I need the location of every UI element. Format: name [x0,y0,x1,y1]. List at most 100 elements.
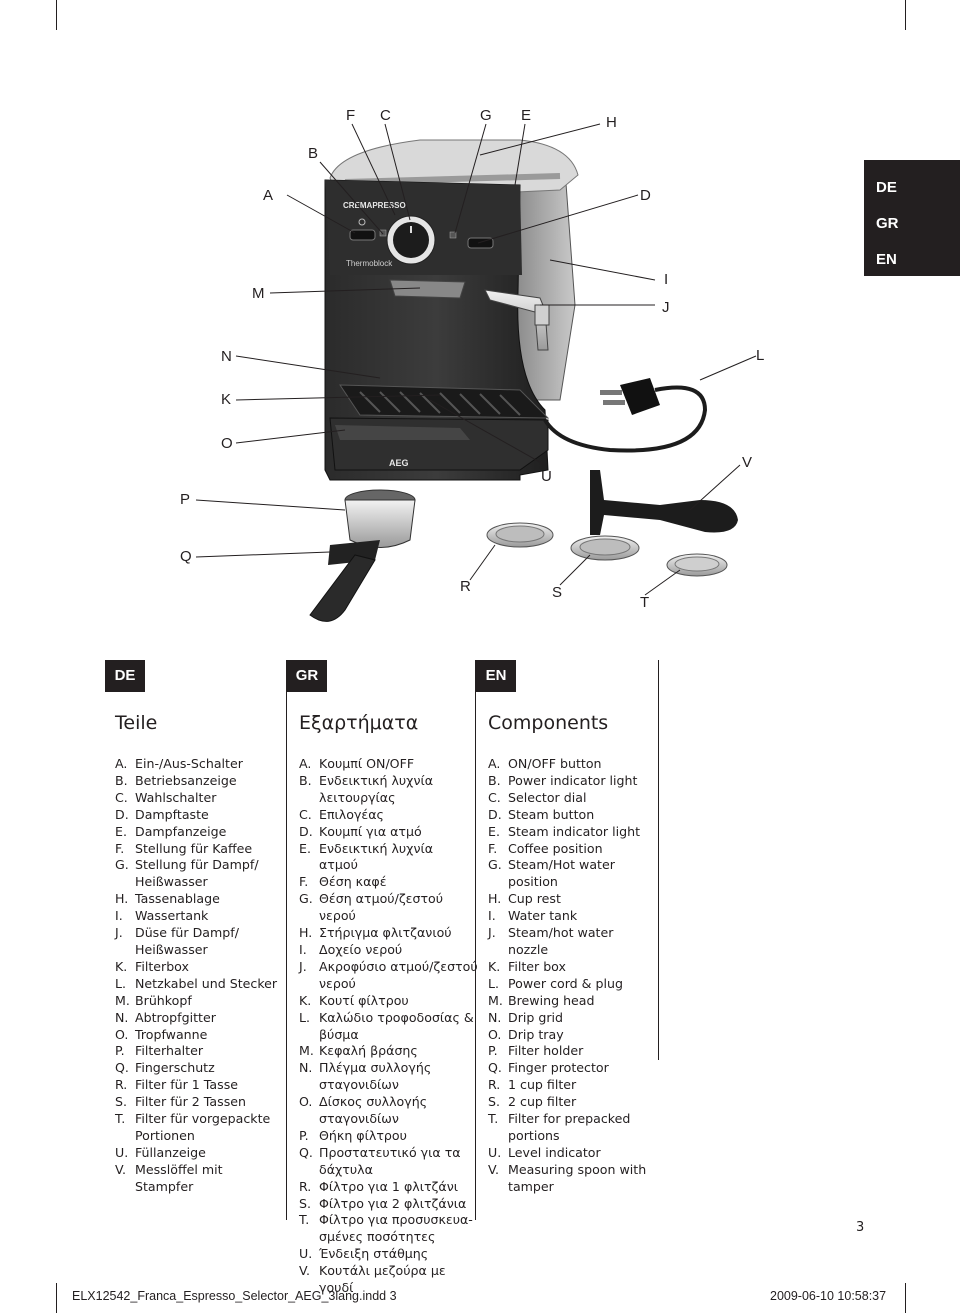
list-item: E.Ενδεικτική λυχνία ατμού [299,840,434,873]
list-item: B.Power indicator light [488,772,638,788]
list-item: F.Θέση καφέ [299,874,387,890]
callout-b: B [308,145,319,162]
crop-mark-top-left [56,0,57,30]
list-item: N.Abtropfgitter [115,1009,216,1025]
list-item: A.Ein-/Aus-Schalter [115,756,243,771]
list-item: K.Κουτί φίλτρου [299,992,409,1008]
callout-g: G [480,107,492,124]
footer-timestamp: 2009-06-10 10:58:37 [770,1289,887,1303]
list-item: F.Stellung für Kaffee [115,840,253,856]
list-item: A.Κουμπί ON/OFF [299,756,415,771]
list-item: O.Tropfwanne [115,1026,208,1042]
power-cord [543,385,708,453]
list-item: J.Düse für Dampf/ Heißwasser [115,925,239,957]
list-item: U.Ένδειξη στάθμης [299,1246,429,1262]
list-item: P.Θήκη φίλτρου [299,1127,407,1143]
list-item: N.Πλέγμα συλλογής σταγονιδίων [299,1060,432,1093]
list-item: G.Θέση ατμού/ζεστού νερού [299,891,444,924]
list-item: M.Brühkopf [115,992,192,1008]
list-item: S.Filter für 2 Tassen [115,1094,246,1110]
list-item: T.Filter für vorgepackte Portionen [115,1111,271,1143]
list-item: V.Messlöffel mit Stampfer [115,1161,223,1194]
list-item: M.Κεφαλή βράσης [299,1043,418,1059]
lang-tab-gr: GR [876,215,899,232]
column-de: DE Teile A.Ein-/Aus-Schalter B.Betriebsa… [105,660,280,1196]
list-item: E.Steam indicator light [488,823,641,839]
callout-e: E [521,107,532,124]
list-item: N.Drip grid [488,1009,564,1025]
column-divider [286,660,287,1220]
column-divider [658,660,659,1060]
list-item: O.Drip tray [488,1026,564,1042]
list-item: D.Dampftaste [115,806,209,822]
badge-gr: GR [287,660,327,692]
list-item: R.Φίλτρο για 1 φλιτζάνι [299,1178,458,1194]
list-item: Q.Προστατευτικό για τα δάχτυλα [299,1144,461,1177]
page-number: 3 [856,1220,865,1235]
parts-list-gr: A.Κουμπί ON/OFF B.Ενδεικτική λυχνία λειτ… [299,756,478,1297]
list-item: T.Filter for prepacked portions [488,1111,631,1143]
callout-k: K [221,391,232,408]
section-title-gr: Εξαρτήματα [299,712,419,734]
list-item: B.Ενδεικτική λυχνία λειτουργίας [299,772,434,805]
list-item: J.Steam/hot water nozzle [488,925,614,957]
lang-tab-de: DE [876,179,897,196]
callout-p: P [180,491,191,508]
list-item: C.Wahlschalter [115,789,217,805]
callout-j: J [662,299,670,316]
list-item: U.Level indicator [488,1144,601,1160]
list-item: K.Filter box [488,958,566,974]
list-item: U.Füllanzeige [115,1144,206,1160]
list-item: T.Φίλτρο για προσυσκευα- σμένες ποσότητε… [299,1212,473,1245]
callout-l: L [756,347,765,364]
list-item: V.Measuring spoon with tamper [488,1161,647,1194]
list-item: Q.Finger protector [488,1060,609,1076]
callout-m: M [252,285,265,302]
list-item: Q.Fingerschutz [115,1060,215,1076]
list-item: R.Filter für 1 Tasse [115,1077,238,1093]
crop-mark-bottom-right [905,1283,906,1313]
list-item: G.Steam/Hot water position [488,857,615,890]
list-item: L.Καλώδιο τροφοδοσίας & βύσμα [299,1009,474,1042]
callout-i: I [664,271,669,288]
callout-o: O [221,435,233,452]
list-item: H.Cup rest [488,891,561,907]
list-item: L.Power cord & plug [488,975,623,991]
power-plug [620,378,660,415]
list-item: J.Ακροφύσιο ατμού/ζεστού νερού [299,958,478,991]
crop-mark-bottom-left [56,1283,57,1313]
section-title-en: Components [488,712,609,734]
crop-mark-top-right [905,0,906,30]
badge-de: DE [105,660,145,692]
list-item: D.Steam button [488,806,595,822]
espresso-machine-illustration: CREMAPRESSO Thermoblock AEG [195,123,757,622]
list-item: B.Betriebsanzeige [115,772,237,788]
language-tab: DE GR EN [864,160,960,276]
list-item: S.2 cup filter [488,1094,577,1110]
list-item: L.Netzkabel und Stecker [115,975,278,991]
aeg-logo: AEG [389,458,409,468]
callout-s: S [552,584,563,601]
column-gr: GR Εξαρτήματα A.Κουμπί ON/OFF B.Ενδεικτι… [287,660,478,1297]
callout-d: D [640,187,651,204]
list-item: P.Filter holder [488,1043,584,1059]
steam-nozzle [484,289,549,351]
lang-tab-en: EN [876,251,897,268]
list-item: I.Wassertank [115,908,209,924]
measuring-spoon [590,470,738,535]
callout-t: T [640,594,650,611]
list-item: S.Φίλτρο για 2 φλιτζάνια [299,1195,467,1211]
brewing-head [389,279,466,299]
callout-c: C [380,107,391,124]
footer-file-name: ELX12542_Franca_Espresso_Selector_AEG_3l… [72,1289,397,1303]
parts-list-en: A.ON/OFF button B.Power indicator light … [488,756,656,1196]
list-item: K.Filterbox [115,958,189,974]
callout-u: U [541,468,552,485]
badge-en: EN [476,660,516,692]
thermoblock-label: Thermoblock [346,259,393,268]
list-item: C.Selector dial [488,789,587,805]
list-item: P.Filterhalter [115,1043,204,1059]
list-item: G.Stellung für Dampf/ Heißwasser [115,857,259,890]
list-item: R.1 cup filter [488,1077,577,1093]
list-item: E.Dampfanzeige [115,823,227,839]
